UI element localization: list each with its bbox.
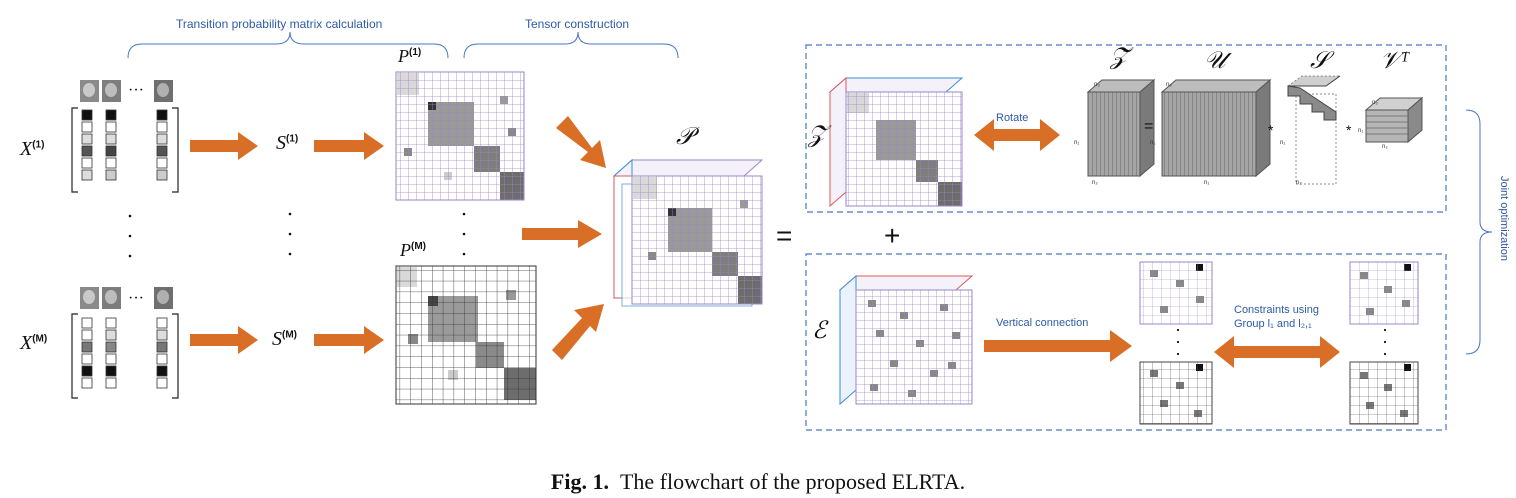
- matrix-xm: [71, 313, 179, 399]
- arrow-constraints: [1214, 336, 1340, 368]
- sparse-matrix-top-right: [1349, 261, 1419, 325]
- matrix-p1: [395, 71, 525, 201]
- symbol-s1: S(1): [276, 132, 299, 154]
- dim-n1-v: n₁: [1358, 128, 1364, 134]
- tensor-z-cube: [828, 76, 964, 208]
- label-joint: Joint optimization: [1498, 176, 1510, 261]
- arrow-sm-pm: [314, 326, 384, 354]
- plus-sign: +: [884, 220, 901, 251]
- label-transition: Transition probability matrix calculatio…: [176, 17, 383, 31]
- matrix-x1: [71, 107, 179, 193]
- dim-n1-u-bottom: n₁: [1204, 180, 1210, 186]
- symbol-p1: P(1): [398, 46, 422, 66]
- symbol-z: 𝒵: [808, 122, 827, 148]
- face-icons-bottom: [80, 287, 173, 309]
- label-rotate: Rotate: [996, 112, 1029, 124]
- dim-n3-v: n₃: [1372, 100, 1378, 106]
- sparse-matrix-bottom-left: [1139, 361, 1213, 425]
- symbol-z-tilde: 𝒵̃: [1110, 44, 1129, 70]
- tensor-p-cube: [612, 158, 764, 307]
- s-core: [1286, 75, 1342, 185]
- arrow-pm-tensor: [552, 304, 604, 360]
- dim-n2-s: n₂: [1296, 180, 1302, 186]
- symbol-pm: P(M): [400, 240, 426, 260]
- label-constraints-2: Group l₁ and l₂,₁: [1234, 318, 1312, 330]
- symbol-tensor-p: 𝒫: [676, 124, 694, 150]
- dim-n1-s: n₁: [1280, 140, 1286, 146]
- symbol-s-core: 𝒮: [1310, 48, 1329, 74]
- small-equals: =: [1144, 118, 1154, 135]
- dim-n1-z: n₁: [1074, 140, 1080, 146]
- brace-tensor: [463, 31, 679, 59]
- dim-n2-v: n₂: [1382, 144, 1388, 150]
- symbol-vt: 𝒱ᵀ: [1380, 48, 1410, 74]
- low-rank-box: [805, 44, 1447, 213]
- ellipsis-top: ···: [128, 82, 144, 99]
- sparse-matrix-top-left: [1139, 261, 1213, 325]
- brace-transition: [127, 31, 449, 59]
- arrow-mid-tensor: [522, 220, 602, 248]
- label-constraints-1: Constraints using: [1234, 304, 1319, 316]
- arrows: [190, 116, 1340, 368]
- arrow-p1-tensor: [556, 116, 606, 168]
- face-icons-top: [80, 80, 173, 102]
- joint-brace: [1465, 109, 1493, 355]
- figure-caption: Fig. 1. The flowchart of the proposed EL…: [550, 469, 966, 494]
- z-tilde-slab: [1086, 78, 1156, 178]
- symbol-xm: X(M): [20, 332, 48, 354]
- star-1: *: [1268, 122, 1274, 138]
- label-tensor: Tensor construction: [525, 17, 630, 31]
- ellipsis-bottom: ···: [128, 290, 144, 307]
- vertical-ellipses: [128, 212, 1387, 356]
- dim-n2-z: n₂: [1092, 180, 1098, 186]
- arrow-x1-s1: [190, 132, 258, 160]
- label-vertical: Vertical connection: [996, 317, 1089, 329]
- symbol-sm: S(M): [272, 328, 297, 350]
- tensor-e-cube: [838, 274, 974, 406]
- dim-n3-z: n₃: [1094, 82, 1100, 88]
- dim-n1-u: n₁: [1150, 140, 1156, 146]
- arrow-vertical: [984, 330, 1132, 362]
- symbol-e: ℰ: [812, 318, 827, 344]
- dim-n3-u: n₃: [1166, 82, 1172, 88]
- star-2: *: [1346, 122, 1352, 138]
- matrix-pm: [395, 265, 537, 405]
- sparse-box: [805, 253, 1447, 431]
- vt-slab: [1364, 96, 1424, 144]
- arrow-s1-p1: [314, 132, 384, 160]
- symbol-u: 𝒰: [1204, 48, 1226, 74]
- sparse-matrix-bottom-right: [1349, 361, 1419, 425]
- symbol-x1: X(1): [20, 138, 45, 160]
- u-slab: [1160, 78, 1272, 178]
- arrow-xm-sm: [190, 326, 258, 354]
- arrow-rotate: [974, 119, 1060, 151]
- equals-sign: =: [776, 220, 793, 251]
